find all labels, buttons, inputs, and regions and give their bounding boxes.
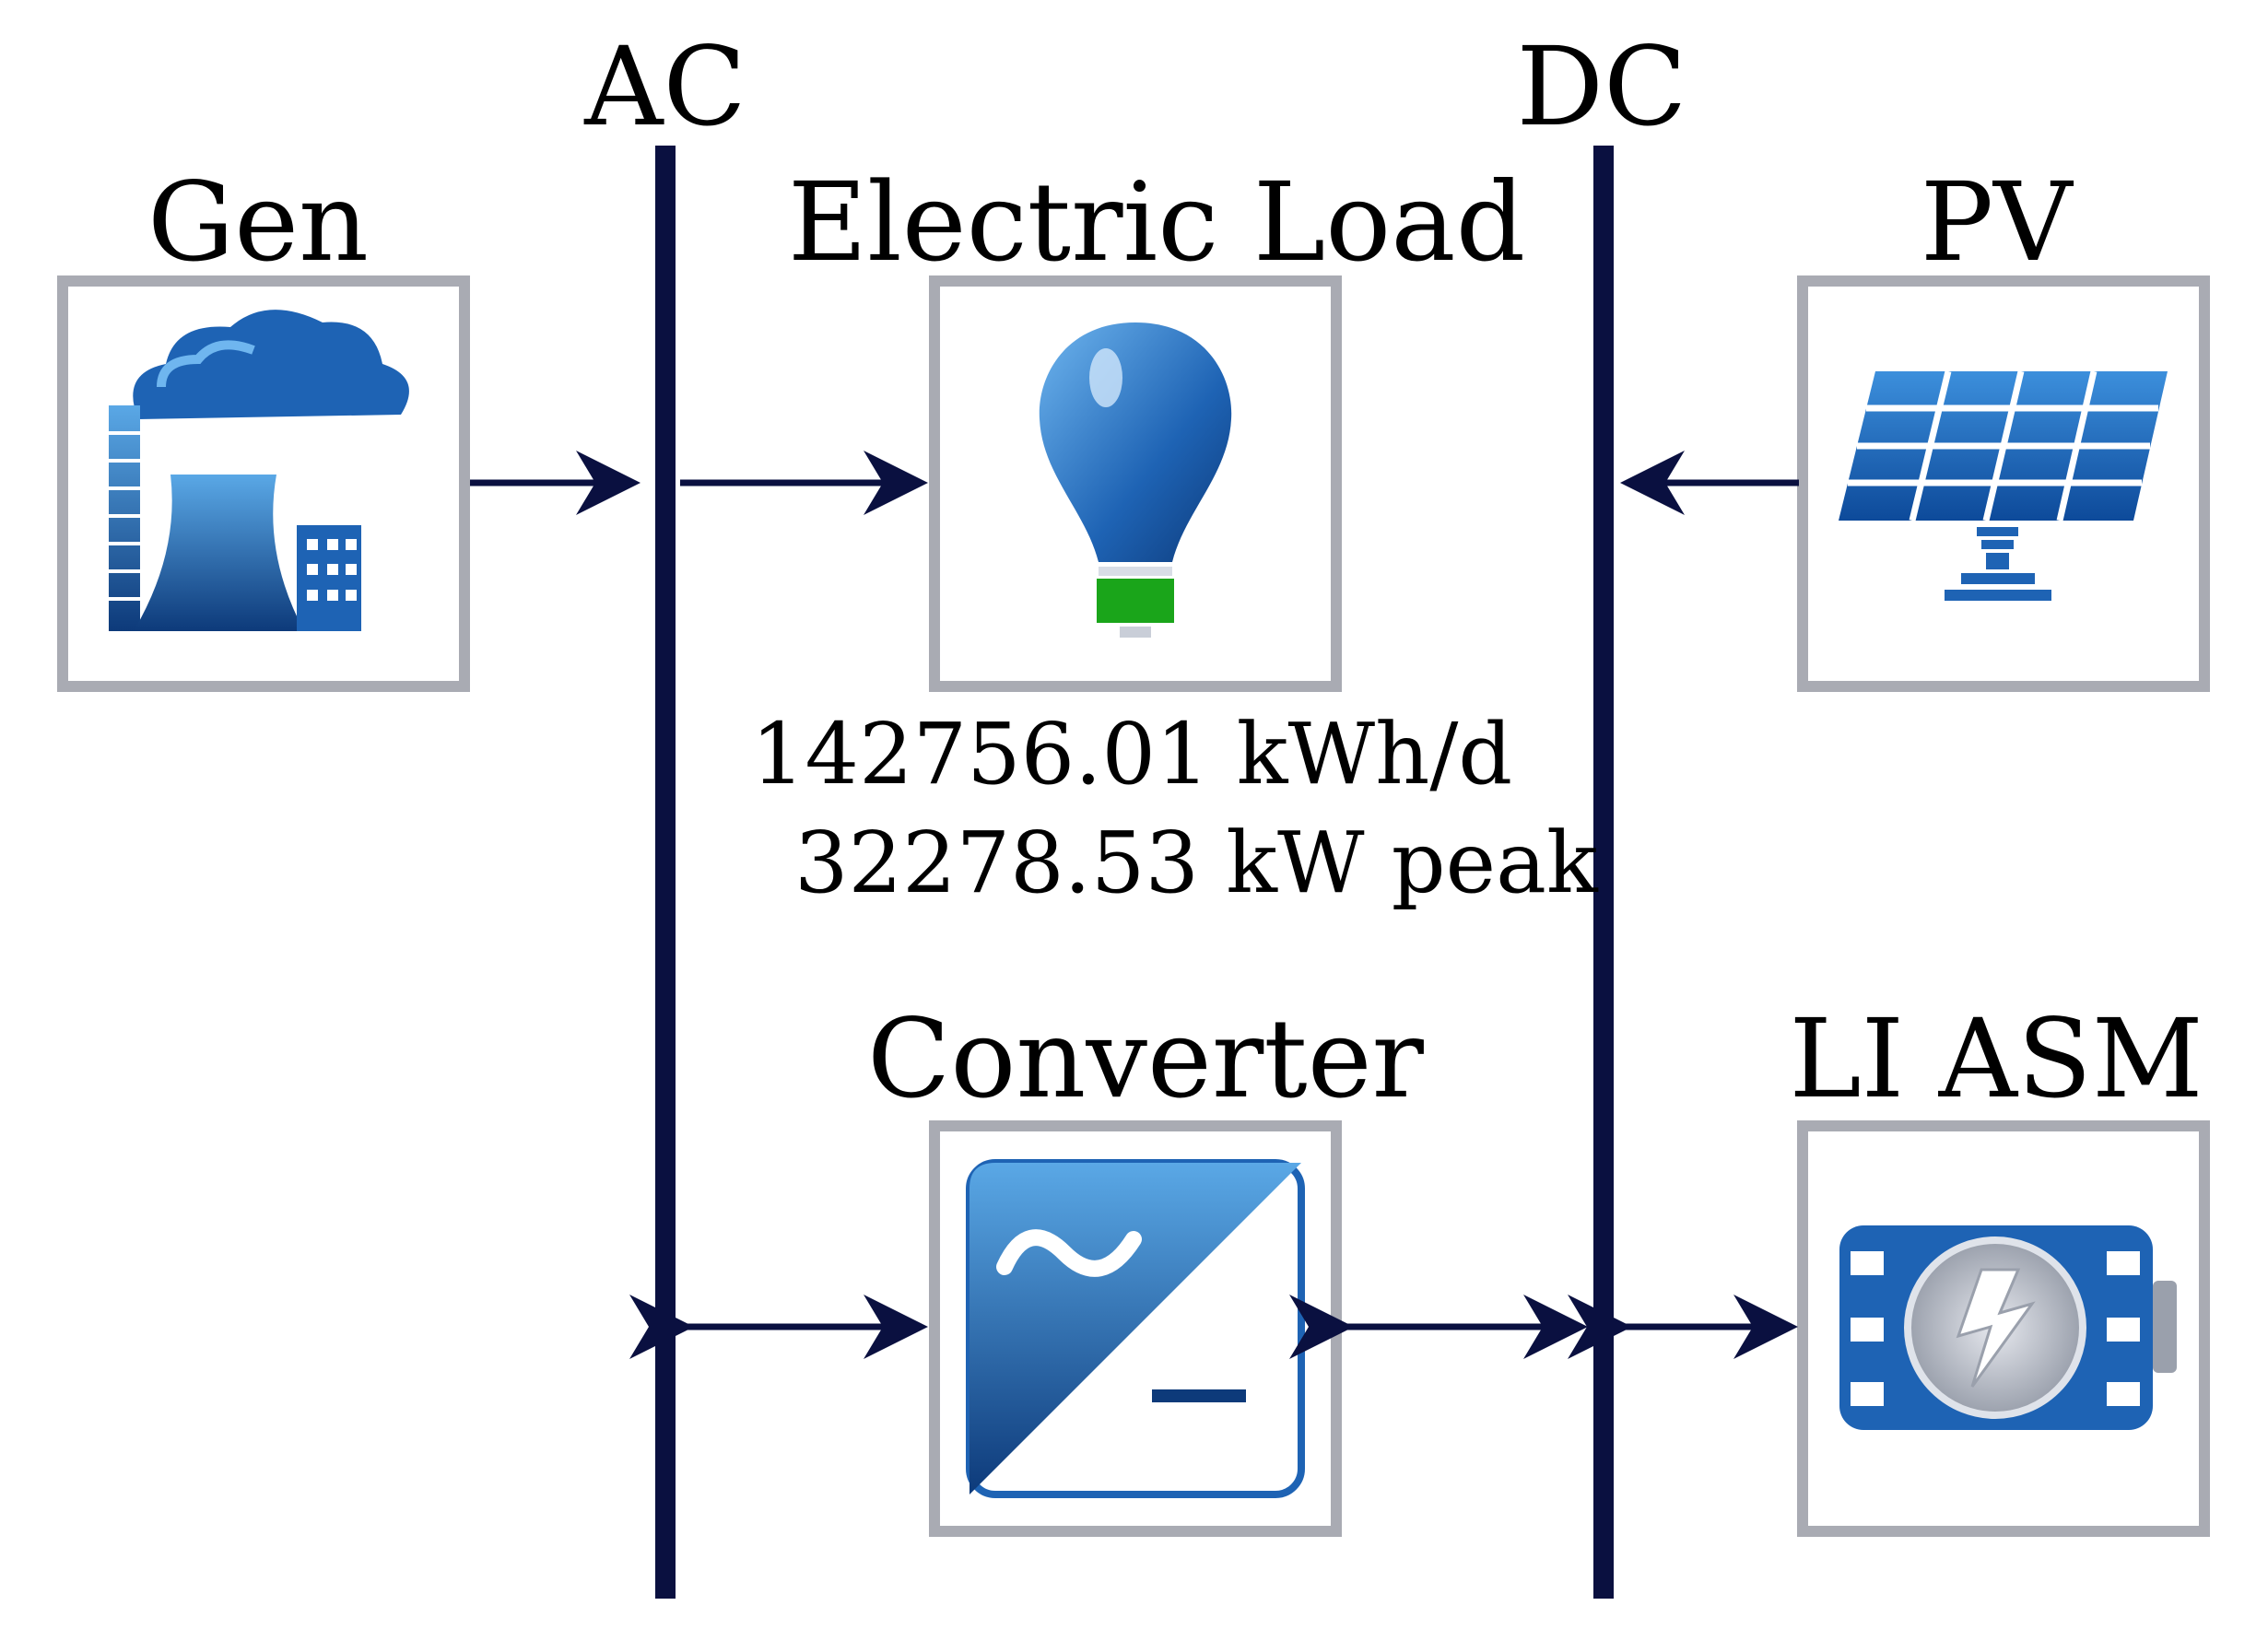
solar-panel-icon <box>1839 370 2168 601</box>
battery-component <box>1797 1120 2210 1537</box>
light-bulb-icon <box>1039 322 1232 638</box>
converter-component <box>929 1120 1342 1537</box>
converter-icon <box>966 1159 1305 1498</box>
electric-load-component <box>929 275 1342 692</box>
pv-label: PV <box>1921 158 2074 286</box>
converter-label: Converter <box>867 995 1424 1122</box>
dc-bus-label: DC <box>1517 23 1687 150</box>
load-peak-power: 32278.53 kW peak <box>794 814 1599 912</box>
gen-component <box>57 275 470 692</box>
gen-label: Gen <box>147 158 369 286</box>
power-plant-icon <box>109 310 409 631</box>
load-daily-energy: 142756.01 kWh/d <box>751 705 1512 803</box>
battery-label: LI ASM <box>1789 995 2203 1122</box>
battery-icon <box>1839 1225 2177 1430</box>
electric-load-label: Electric Load <box>788 158 1525 286</box>
pv-component <box>1797 275 2210 692</box>
ac-bus-label: AC <box>583 23 746 150</box>
